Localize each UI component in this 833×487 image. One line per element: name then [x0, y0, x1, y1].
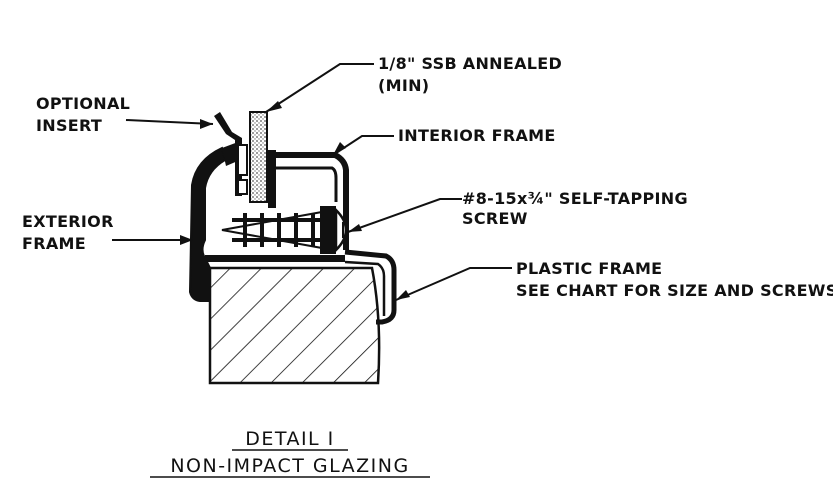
wood-substrate [208, 266, 381, 385]
leader-lines [112, 63, 512, 301]
optional-insert-label-line1: OPTIONAL [36, 94, 130, 113]
leader-arrowheads [180, 101, 410, 300]
screw-label-line1: #8-15x¾" SELF-TAPPING [462, 189, 688, 208]
exterior-frame-label-line2: FRAME [22, 234, 86, 253]
exterior-frame-profile [188, 142, 345, 302]
exterior-frame-label-line1: EXTERIOR [22, 212, 114, 231]
plastic-frame-label-line2: SEE CHART FOR SIZE AND SCREWS [516, 281, 833, 300]
plastic-frame-label-line1: PLASTIC FRAME [516, 259, 662, 278]
leader-optional-insert [125, 119, 214, 125]
title-line1: DETAIL I [245, 428, 335, 450]
glass-label-line1: 1/8" SSB ANNEALED [378, 54, 562, 73]
leader-plastic-frame [395, 267, 512, 301]
screw-label-line2: SCREW [462, 209, 528, 228]
callout-labels: 1/8" SSB ANNEALED (MIN) OPTIONAL INSERT … [22, 54, 833, 300]
optional-insert-label-line2: INSERT [36, 116, 102, 135]
interior-frame-label: INTERIOR FRAME [398, 126, 556, 145]
title-line2: NON-IMPACT GLAZING [170, 455, 409, 477]
leader-screw [347, 198, 462, 233]
interior-frame-profile [268, 150, 349, 250]
glass-pane [249, 111, 268, 203]
screw [221, 206, 348, 254]
glass-label-line2: (MIN) [378, 76, 429, 95]
plastic-frame-profile [344, 249, 397, 325]
detail-title: DETAIL I NON-IMPACT GLAZING [150, 428, 430, 478]
optional-insert-profile [214, 112, 248, 196]
leader-glass [265, 63, 374, 113]
